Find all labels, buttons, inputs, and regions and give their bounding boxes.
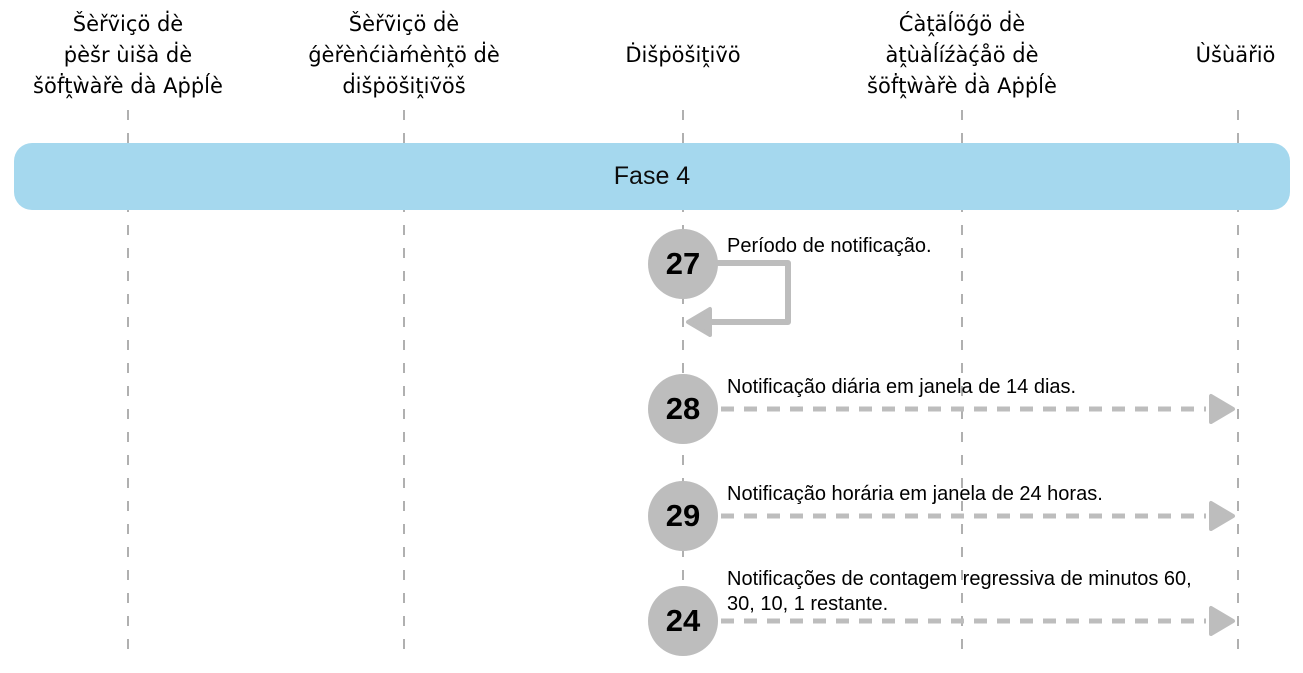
lane-header-device-management-service: Šèřṽiçö ḋè ǵèřèǹćiàḿèǹṱö ḋè ḋišṗöšiṱiṽöš xyxy=(308,11,500,98)
step-label-24: Notificações de contagem regressiva de m… xyxy=(727,568,1192,615)
step-circle-24: 24 xyxy=(648,586,718,656)
step-circle-28: 28 xyxy=(648,374,718,444)
step-label-27: Período de notificação. xyxy=(727,235,932,257)
phase-banner: Fase 4 xyxy=(14,143,1290,210)
arrow-head-right-icon xyxy=(1209,606,1235,636)
arrow-head-right-icon xyxy=(1209,394,1235,424)
lane-header-user: Ùšùäřiö xyxy=(1195,42,1276,67)
step-label-29: Notificação horária em janela de 24 hora… xyxy=(727,483,1103,505)
arrow-head-right-icon xyxy=(1209,501,1235,531)
arrow-head-left-icon xyxy=(686,307,712,337)
lane-header-device: Ḋišṗöšiṱiṽö xyxy=(625,42,741,67)
lane-header-apple-software-update-catalog: Ćàṱäĺöǵö ḋè àṱùàĺíźàḉåö ḋè šöḟṱẁàřè ḋà A… xyxy=(867,11,1057,98)
step-label-28: Notificação diária em janela de 14 dias. xyxy=(727,376,1077,398)
step-circle-27: 27 xyxy=(648,229,718,299)
lane-header-apple-software-lookup-service: Šèřṽiçö ḋè ṗèšr ùišà ḋè šöḟṱẁàřè ḋà Aṗṗĺ… xyxy=(33,11,223,98)
step-circle-29: 29 xyxy=(648,481,718,551)
self-loop-arrow-27 xyxy=(708,260,791,325)
phase-banner-label: Fase 4 xyxy=(613,162,691,190)
